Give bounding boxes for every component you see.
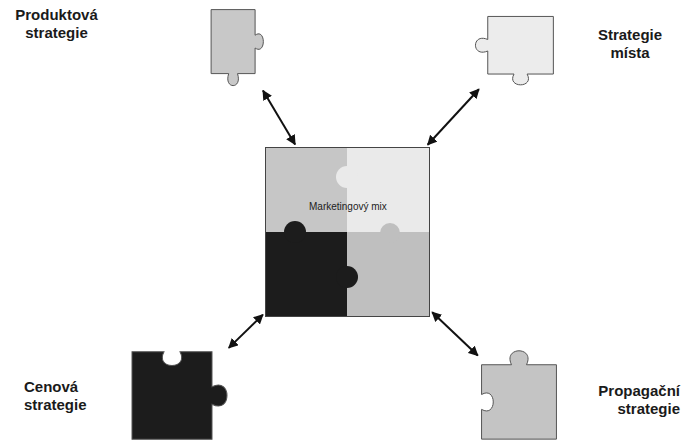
puzzle-piece: Produktová strategie <box>210 8 265 88</box>
double-arrow <box>432 312 478 355</box>
puzzle-piece-shape <box>210 8 265 88</box>
center-label: Marketingový mix <box>309 201 387 213</box>
double-arrow <box>263 91 295 145</box>
puzzle-piece-shape <box>473 15 555 87</box>
double-arrow <box>229 315 263 348</box>
puzzle-piece-shape <box>480 348 558 441</box>
double-arrow <box>428 89 479 145</box>
puzzle-piece-shape <box>130 350 230 441</box>
strategy-label: Produktová strategie <box>4 6 109 42</box>
puzzle-piece: Strategie místa <box>473 15 555 87</box>
puzzle-square: Marketingový mix <box>265 147 430 317</box>
strategy-label: Strategie místa <box>580 26 680 62</box>
strategy-label: Propagační strategie <box>570 382 680 418</box>
puzzle-piece: Cenová strategie <box>130 350 230 441</box>
puzzle-square-shape <box>265 147 430 317</box>
puzzle-piece: Propagační strategie <box>480 348 558 441</box>
strategy-label: Cenová strategie <box>24 378 124 414</box>
